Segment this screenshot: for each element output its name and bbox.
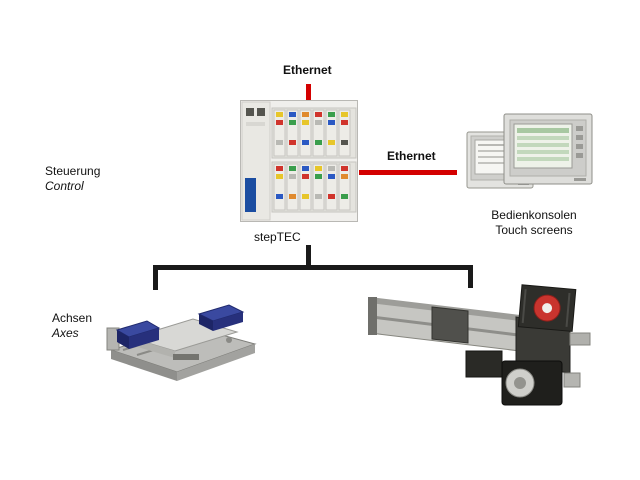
actuator-carriage (431, 306, 469, 344)
axes-label: Achsen Axes (52, 311, 92, 341)
steptec-caption: stepTEC (254, 230, 301, 244)
ethernet-top-connector-line (306, 84, 311, 103)
actuator-clamp (465, 350, 503, 378)
ethernet-right-label: Ethernet (387, 149, 436, 163)
axes-label-line1: Achsen (52, 311, 93, 325)
terminal-band-bottom (271, 161, 357, 213)
axes-label-line2: Axes (52, 326, 79, 340)
bus-horizontal-line (153, 265, 473, 270)
ethernet-top-label: Ethernet (283, 63, 332, 77)
control-label: Steuerung Control (45, 164, 100, 194)
touchscreens-caption: Bedienkonsolen Touch screens (468, 208, 600, 238)
plc-icon (240, 100, 358, 222)
linear-actuator-image (368, 275, 603, 415)
stage-motor-left-icon (106, 320, 161, 351)
touchscreens-caption-line1: Bedienkonsolen (491, 208, 577, 222)
terminal-band-top (271, 107, 357, 159)
linear-actuator-icon (368, 284, 591, 406)
touchscreens-caption-line2: Touch screens (495, 223, 573, 237)
blue-product-tag (245, 178, 256, 212)
touchscreen-icon (466, 113, 593, 189)
control-label-line1: Steuerung (45, 164, 101, 178)
bus-stub-line (306, 245, 311, 267)
gearbox-icon (501, 360, 581, 406)
bus-drop-right-line (468, 265, 473, 288)
xy-stage-image (103, 288, 263, 396)
touchscreen-panels-image (466, 112, 594, 204)
steptec-controller-image (240, 100, 358, 222)
stepper-motor-icon (517, 284, 577, 332)
stage-motor-right-icon (197, 304, 245, 331)
control-label-line2: Control (45, 179, 84, 193)
touch-panel-front (503, 113, 593, 185)
xy-stage-icon (106, 304, 257, 381)
ethernet-right-connector-line (359, 170, 457, 175)
bus-drop-left-line (153, 265, 158, 290)
